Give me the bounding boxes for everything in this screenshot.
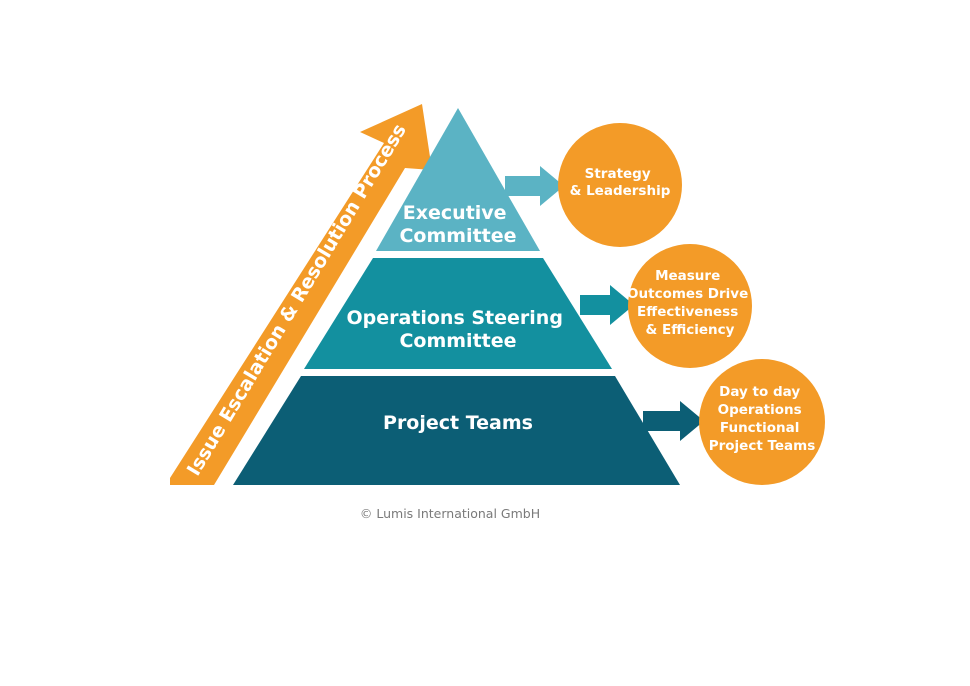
outcome-strategy: Strategy & Leadership — [558, 123, 682, 247]
tier-project-teams-label: Project Teams — [383, 412, 533, 434]
pyramid: Executive Committee Operations Steering … — [233, 108, 680, 485]
escalation-arrow-shape — [170, 104, 432, 485]
outcome-day-to-day-circle — [699, 359, 825, 485]
tier-project-teams — [233, 376, 680, 485]
outcome-measure-label: Measure Outcomes Drive Effectiveness & E… — [627, 268, 753, 338]
outcome-strategy-label: Strategy & Leadership — [570, 166, 671, 199]
tier-operations-steering-label: Operations Steering Committee — [346, 307, 569, 352]
outcome-strategy-circle — [558, 123, 682, 247]
connector-arrow-strategy — [505, 166, 564, 206]
tier-executive — [376, 108, 540, 251]
tier-executive-label: Executive Committee — [399, 202, 516, 247]
tier-operations-steering — [304, 258, 612, 369]
outcome-day-to-day-label: Day to day Operations Functional Project… — [709, 384, 816, 454]
copyright-text: © Lumis International GmbH — [359, 506, 541, 521]
connector-arrow-day-to-day — [643, 401, 704, 441]
outcome-measure: Measure Outcomes Drive Effectiveness & E… — [627, 244, 753, 368]
connector-arrows — [505, 166, 704, 441]
connector-arrow-measure — [580, 285, 634, 325]
outcome-day-to-day: Day to day Operations Functional Project… — [699, 359, 825, 485]
outcome-measure-circle — [628, 244, 752, 368]
